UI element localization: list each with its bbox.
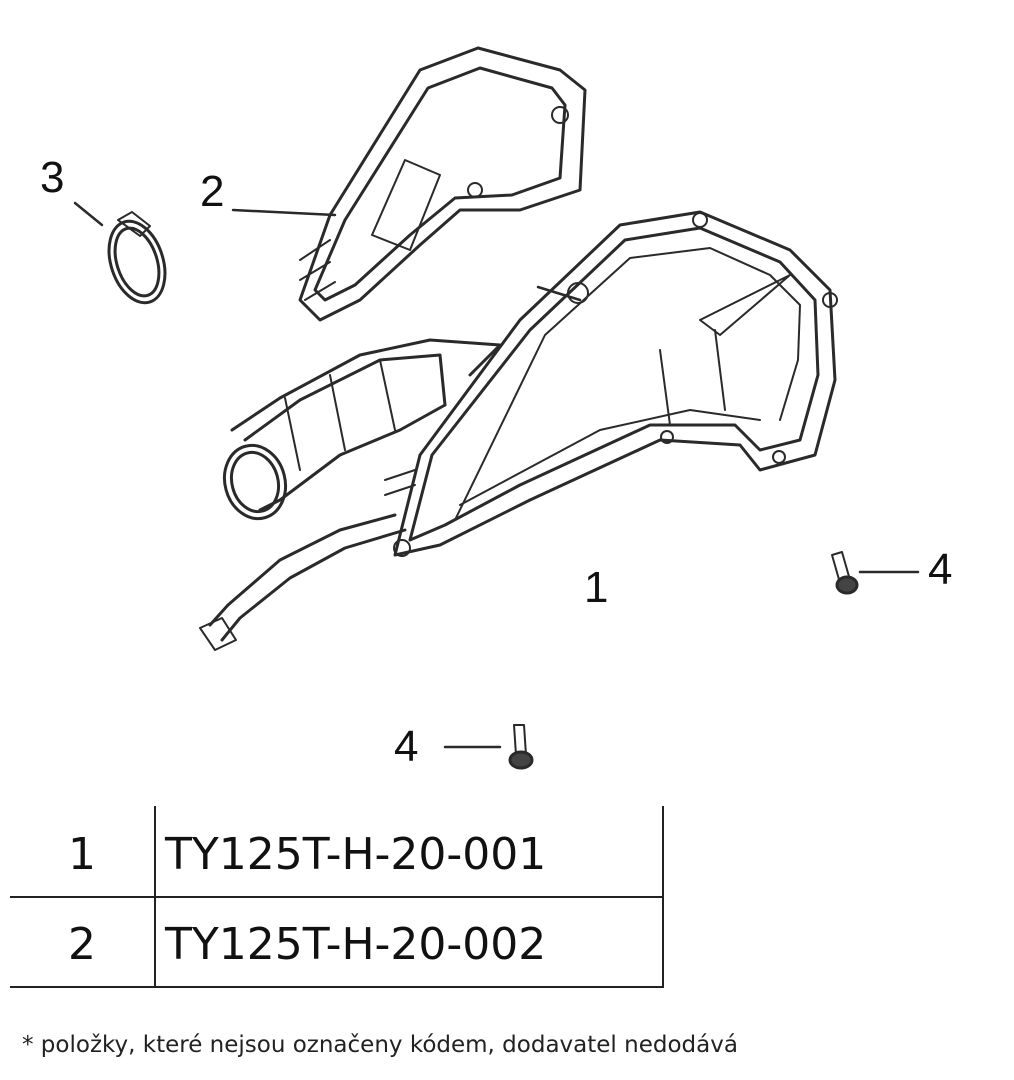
exploded-parts-drawing xyxy=(73,46,920,770)
callout-part-3: 3 xyxy=(40,153,65,202)
parts-table: 1 TY125T-H-20-001 2 TY125T-H-20-002 xyxy=(10,806,664,988)
callout-part-4-bottom: 4 xyxy=(394,722,419,771)
screw-right-part xyxy=(831,551,859,595)
parts-illustration xyxy=(73,46,920,770)
callout-part-2: 2 xyxy=(200,167,225,216)
table-row-divider xyxy=(10,896,664,898)
hose-clamp-part xyxy=(107,211,167,305)
table-bottom-border xyxy=(10,986,664,988)
table-row-1-code: TY125T-H-20-001 xyxy=(165,829,547,880)
footnote: * položky, které nejsou označeny kódem, … xyxy=(22,1032,738,1058)
filter-cover-part xyxy=(298,46,587,322)
table-row-1-number: 1 xyxy=(68,829,96,880)
table-row-2-number: 2 xyxy=(68,919,96,970)
air-filter-box-part xyxy=(199,210,838,651)
callout-part-1: 1 xyxy=(584,563,609,612)
table-row-2-code: TY125T-H-20-002 xyxy=(165,919,547,970)
leader-lines xyxy=(73,201,920,749)
screw-bottom-part xyxy=(508,724,534,770)
callout-part-4-right: 4 xyxy=(928,545,953,594)
